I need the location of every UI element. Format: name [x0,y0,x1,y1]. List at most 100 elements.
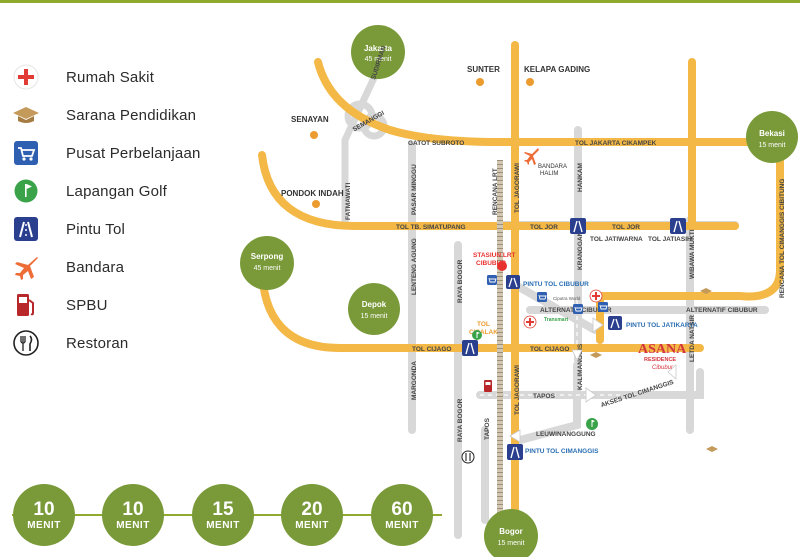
shopping-icon [12,139,40,167]
stasiun-label: CIBUBUR [476,260,506,267]
svg-text:RESIDENCE: RESIDENCE [644,357,676,363]
legend-item-toll-gate: Pintu Tol [12,214,125,244]
local-roads [408,126,769,539]
hospital-icon [12,63,40,91]
legend-item-hospital: Rumah Sakit [12,62,154,92]
legend-label: Restoran [66,334,129,352]
destination-bekasi: Bekasi 15 menit [746,111,798,163]
education-icon [706,446,718,452]
golf-icon [472,330,482,340]
road-rencana-lrt: RENCANA LRT [492,168,499,215]
shopping-icon [573,304,583,314]
toll-gate-icon [570,218,586,234]
road-tol-jakarta-cikampek: TOL JAKARTA CIKAMPEK [575,140,657,147]
svg-text:CISALAK: CISALAK [469,329,498,336]
road-tapos: TAPOS [484,417,491,440]
time-value: 10 [122,498,144,520]
toll-gate-icon [506,275,520,289]
gas-station-icon [12,291,40,319]
toll-gate-icon [12,215,40,243]
place-sunter: SUNTER [467,65,500,74]
time-badge: 15 MENIT [192,484,254,546]
road-margonda: MARGONDA [411,361,418,400]
time-unit: MENIT [385,519,419,531]
legend-item-golf: Lapangan Golf [12,176,167,206]
road-leuwinanggung: LEUWINANGGUNG [536,431,596,438]
road-pintu-tol-jatikarya: PINTU TOL JATIKARYA [626,322,698,329]
road-tol-jor: TOL JOR [612,224,640,231]
legend-label: Bandara [66,258,125,276]
road-gatot-subroto: GATOT SUBROTO [408,140,464,147]
hospital-icon [523,315,537,329]
shopping-icon [537,292,547,302]
place-markers [310,78,534,208]
road-tol-jor: TOL JOR [530,224,558,231]
legend-label: Sarana Pendidikan [66,106,197,124]
road-tol-cijago: TOL CIJAGO [412,346,452,353]
education-icon [700,288,712,294]
road-kranggan: KRANGGAN [577,231,584,270]
time-badge: 10 MENIT [13,484,75,546]
destination-time: 15 menit [759,142,786,149]
svg-text:Cibubur: Cibubur [652,365,674,371]
toll-gate-icon [608,316,622,330]
road-pintu-tol-cimanggis: PINTU TOL CIMANGGIS [525,448,599,455]
destination-name: Bekasi [759,129,785,138]
shopping-icon [487,275,497,285]
toll-gate-icon [507,444,523,460]
road-tapos: TAPOS [533,393,556,400]
svg-text:Transmart: Transmart [544,317,569,323]
road-wibawa-mukti: WIBAWA MUKTI [689,229,696,279]
stasiun-label: STASIUN LRT [473,252,516,259]
stasiun-lrt-cibubur: STASIUN LRT CIBUBUR [473,252,516,271]
restaurant-icon [12,329,40,357]
time-value: 20 [301,498,323,520]
bandara-halim: BANDARA HALIM [524,148,567,177]
svg-text:HALIM: HALIM [540,171,558,177]
tol-cisalak-label: TOL CISALAK [469,321,498,336]
legend-label: SPBU [66,296,108,314]
legend-label: Pusat Perbelanjaan [66,144,201,162]
hospital-icon [589,289,603,303]
golf-icon [586,418,598,430]
time-badge: 10 MENIT [102,484,164,546]
time-badge: 20 MENIT [281,484,343,546]
place-pondok-indah: PONDOK INDAH [281,189,344,198]
road-letda-natsir: LETDA NATSIR [689,315,696,362]
route-arrows [509,317,677,443]
road-raya-bogor: RAYA BOGOR [457,259,464,303]
travel-time-timeline: 10 MENIT 10 MENIT 15 MENIT 20 MENIT 60 M… [0,478,460,557]
svg-text:Ciputra World: Ciputra World [553,296,581,301]
destination-bogor: Bogor 15 menit [484,509,538,557]
destination-time: 45 menit [254,265,281,272]
road-tol-jagorawi: TOL JAGORAWI [514,365,521,415]
road-tol-jatiwarna: TOL JATIWARNA [590,236,643,243]
destination-name: Jakarta [364,44,393,53]
legend-label: Rumah Sakit [66,68,155,86]
road-lenteng-agung: LENTENG AGUNG [411,238,418,295]
gas-station-icon [484,380,492,392]
destination-time: 15 menit [361,313,388,320]
destination-jakarta: Jakarta 45 menit [351,25,405,79]
education-icon [12,101,40,129]
time-unit: MENIT [116,519,150,531]
road-tol-jagorawi: TOL JAGORAWI [514,163,521,213]
airport-icon [524,148,539,165]
toll-gate-markers [462,218,686,460]
road-alternatif-cibubur: ALTERNATIF CIBUBUR [686,307,758,314]
place-kelapa-gading: KELAPA GADING [524,65,590,74]
destination-name: Bogor [499,527,523,536]
legend-item-restaurant: Restoran [12,328,128,358]
road-rencana-tol-cimanggis: RENCANA TOL CIMANGGIS CIBITUNG [779,179,786,298]
top-accent-strip [0,0,800,3]
legend-item-education: Sarana Pendidikan [12,100,196,130]
time-value: 15 [212,498,234,520]
destination-name: Serpong [251,252,284,261]
time-value: 10 [33,498,55,520]
road-tol-simatupang: TOL TB. SIMATUPANG [396,224,466,231]
time-unit: MENIT [206,519,240,531]
time-unit: MENIT [27,519,61,531]
destination-depok: Depok 15 menit [348,283,400,335]
time-badge: 60 MENIT [371,484,433,546]
road-raya-bogor: RAYA BOGOR [457,398,464,442]
